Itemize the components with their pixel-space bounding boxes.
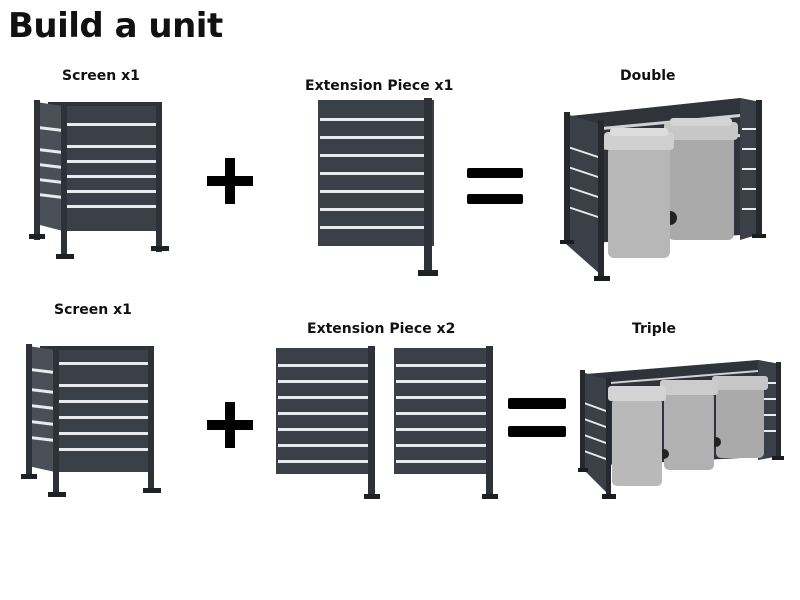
triple-unit-image: [578, 360, 784, 499]
screen-label-2: Screen x1: [54, 302, 132, 318]
result-label-2: Triple: [632, 321, 677, 337]
plus-icon: [207, 158, 253, 204]
plus-icon-2: [207, 402, 253, 448]
equals-icon: [467, 168, 523, 204]
extension-label-2: Extension Piece x2: [307, 321, 456, 337]
extension-piece-image: [318, 98, 438, 276]
screen-image: [29, 100, 169, 259]
result-label: Double: [620, 68, 676, 84]
extension-label: Extension Piece x1: [305, 78, 454, 94]
double-unit-image: [560, 98, 766, 281]
equals-icon-2: [508, 398, 566, 437]
screen-label: Screen x1: [62, 68, 140, 84]
extension-piece-image-2a: [276, 346, 380, 499]
page-title: Build a unit: [8, 6, 223, 46]
extension-piece-image-2b: [394, 346, 498, 499]
screen-image-2: [21, 344, 161, 497]
